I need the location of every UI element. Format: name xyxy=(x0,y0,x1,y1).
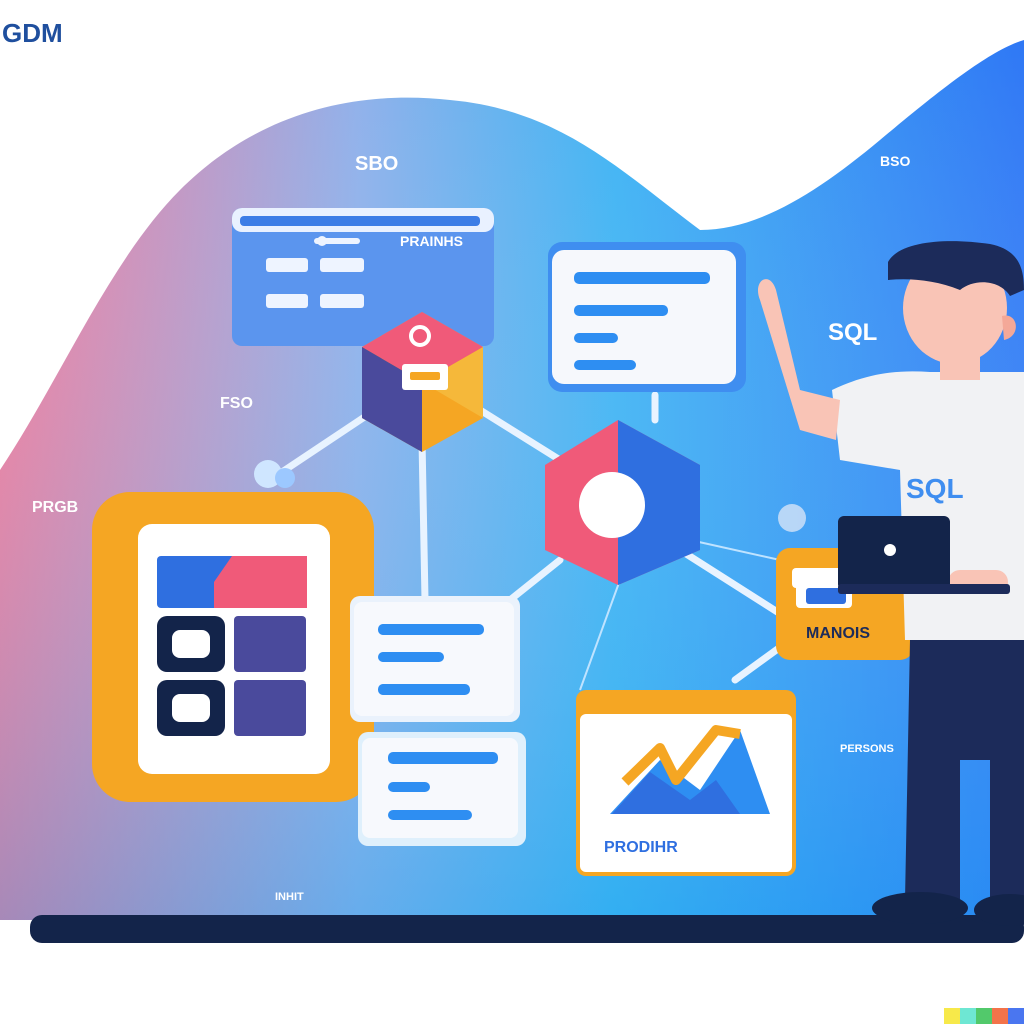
chart-card-label: PRODIHR xyxy=(604,839,678,856)
brand-logo: GDM xyxy=(2,18,63,48)
floating-cloud-icon xyxy=(254,460,295,488)
color-squares-watermark xyxy=(944,1008,1024,1024)
tablet-card xyxy=(92,492,374,802)
label-left-side: PRGB xyxy=(32,499,78,516)
label-top-right: BSO xyxy=(880,153,910,169)
person-legs xyxy=(905,640,1024,900)
floor-line xyxy=(30,915,1024,943)
top-card-label: PRAINHS xyxy=(400,233,463,249)
person-arm xyxy=(757,279,840,440)
person-shoe xyxy=(872,892,968,924)
label-person-side: SQL xyxy=(828,319,877,346)
person-hair xyxy=(888,241,1024,296)
text-card-top xyxy=(548,242,746,392)
person-figure xyxy=(757,241,1024,926)
mountain-chart-front xyxy=(612,772,740,814)
chart-card xyxy=(576,690,796,876)
orange-card-label: MANOIS xyxy=(806,625,870,642)
text-card-middle xyxy=(350,596,520,722)
top-browser-card xyxy=(232,208,494,346)
label-bottom-small: INHIT xyxy=(275,891,304,903)
label-cloud: SBO xyxy=(355,153,398,175)
shirt-text: SQL xyxy=(906,473,964,504)
hexagon-node-small xyxy=(362,312,483,452)
person-shoe-right xyxy=(974,894,1024,926)
trend-line xyxy=(621,725,741,786)
text-card-bottom xyxy=(358,732,526,846)
hexagon-node-large xyxy=(545,420,700,585)
person-ear xyxy=(1002,315,1016,340)
label-tablet: PERSONS xyxy=(840,743,894,755)
floating-badge-icon xyxy=(778,504,806,532)
laptop-icon xyxy=(838,516,1010,594)
label-left-small: FSO xyxy=(220,395,253,412)
